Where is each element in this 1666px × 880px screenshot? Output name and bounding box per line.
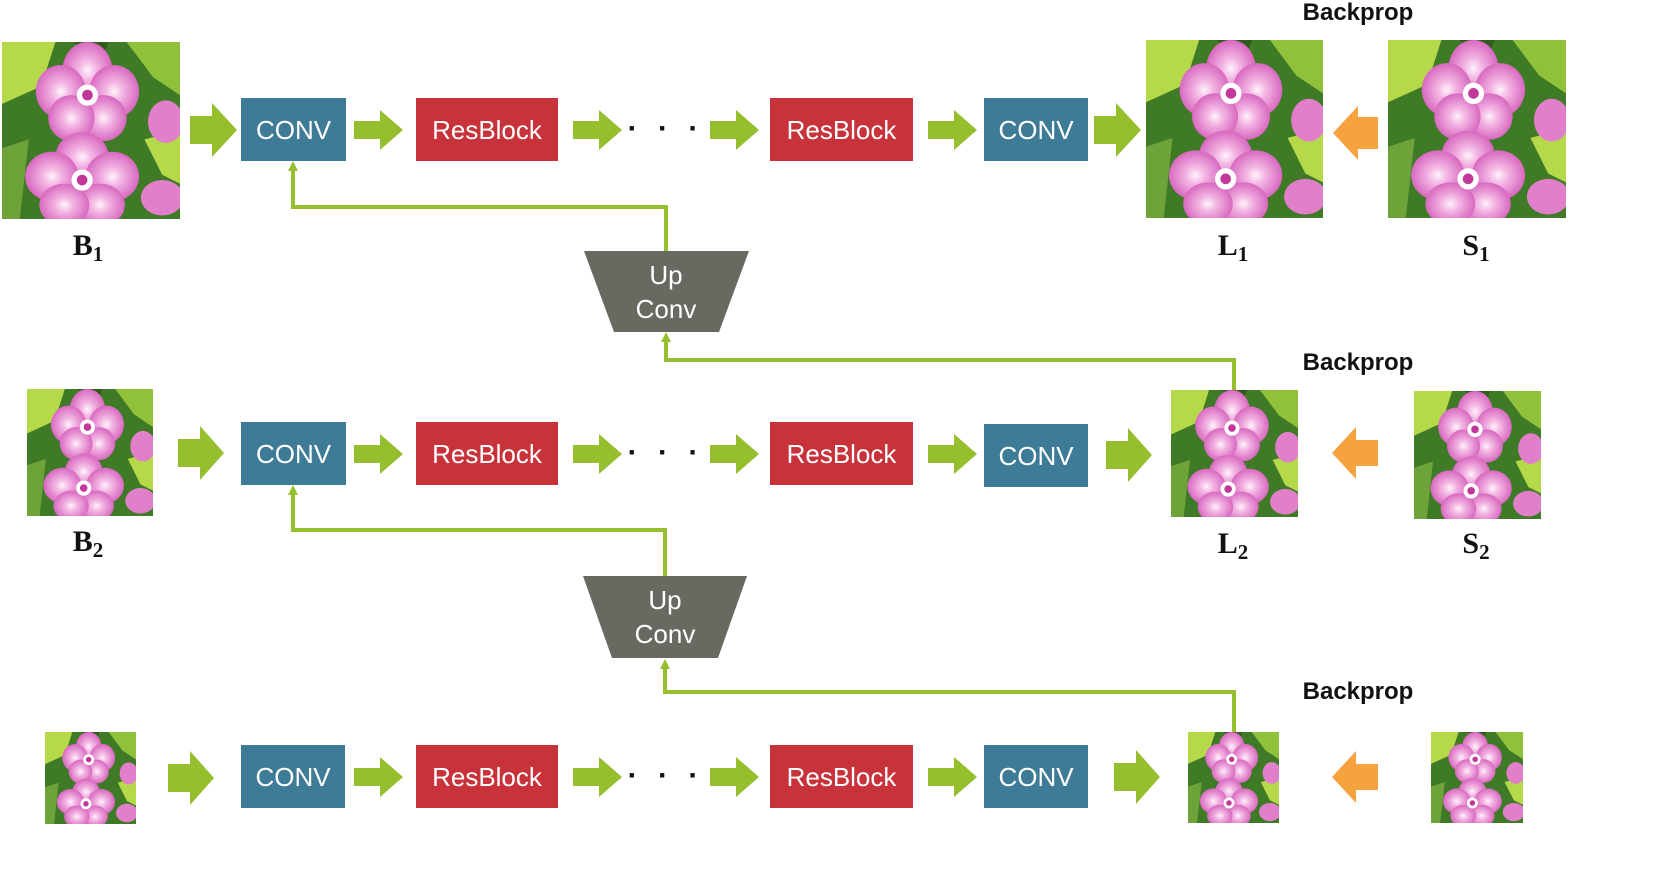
conv-label: CONV [256,115,332,145]
green-block-arrow-icon [928,434,977,474]
resblock-block [416,745,558,808]
green-block-arrow-icon [168,751,214,805]
label-S2: S2 [1462,527,1489,564]
orange-block-arrow-icon [1332,427,1378,479]
resblock-label: ResBlock [787,439,898,469]
skip-connection-line [288,161,668,251]
green-block-arrow-icon [573,757,622,797]
green-block-arrow-icon [354,757,403,797]
conv-block [241,745,345,808]
image-B3: flower-photo-icon [45,732,136,824]
green-block-arrow-icon [178,426,224,480]
label-B1: B1 [73,229,104,266]
ellipsis: · · · [628,436,705,469]
image-L1: flower-photo-icon [1146,40,1323,218]
resblock-label: ResBlock [432,115,543,145]
resblock-label: ResBlock [787,762,898,792]
upconv-label-line2: Conv [636,294,697,324]
image-S3: flower-photo-icon [1431,732,1523,823]
label-L2: L2 [1218,527,1249,564]
green-block-arrow-icon [710,434,759,474]
upconv-stage-2: Up Conv [288,485,1236,733]
conv-block [984,424,1088,487]
image-B2: flower-photo-icon [27,389,153,516]
row-3: flower-photo-icon CONV ResBlock · · · Re… [45,678,1523,824]
image-L2: flower-photo-icon [1171,390,1298,517]
conv-block [241,422,346,485]
upconv-label-line1: Up [649,260,682,290]
upconv-block [583,576,747,658]
conv-block [984,98,1088,161]
green-block-arrow-icon [354,110,403,150]
label-S1: S1 [1462,229,1489,266]
row-2: flower-photo-icon CONV ResBlock · · · Re… [27,349,1541,564]
green-block-arrow-icon [710,110,759,150]
resblock-block [416,422,558,485]
conv-label: CONV [256,439,332,469]
green-block-arrow-icon [1094,103,1141,157]
resblock-label: ResBlock [787,115,898,145]
upconv-stage-1: Up Conv [288,161,1236,390]
upconv-block [584,251,749,332]
label-B2: B2 [73,525,104,562]
image-L3: flower-photo-icon [1188,732,1279,823]
conv-label: CONV [255,762,331,792]
resblock-block [770,422,913,485]
upconv-label-line2: Conv [635,619,696,649]
green-block-arrow-icon [928,110,977,150]
green-block-arrow-icon [1106,428,1152,482]
skip-connection-line [288,485,667,576]
green-block-arrow-icon [1114,750,1160,804]
image-S1: flower-photo-icon [1388,40,1566,218]
green-block-arrow-icon [928,757,977,797]
upsample-feedback-line [661,332,1236,390]
green-block-arrow-icon [573,110,622,150]
ellipsis: · · · [628,759,705,792]
green-block-arrow-icon [710,757,759,797]
green-block-arrow-icon [354,434,403,474]
backprop-label: Backprop [1303,0,1414,26]
orange-block-arrow-icon [1333,106,1378,160]
resblock-block [770,98,913,161]
upconv-label-line1: Up [648,585,681,615]
orange-block-arrow-icon [1332,751,1378,803]
label-L1: L1 [1218,229,1249,266]
upsample-feedback-line [660,659,1236,733]
image-S2: flower-photo-icon [1414,391,1541,519]
green-block-arrow-icon [573,434,622,474]
backprop-label: Backprop [1303,678,1414,705]
green-block-arrow-icon [190,103,237,157]
conv-block [984,745,1088,808]
backprop-label: Backprop [1303,349,1414,376]
row-1: flower-photo-icon CONV ResBlock · · · Re… [2,0,1566,266]
conv-label: CONV [998,441,1074,471]
resblock-block [416,98,558,161]
conv-block [241,98,346,161]
ellipsis: · · · [628,112,705,145]
resblock-label: ResBlock [432,762,543,792]
resblock-label: ResBlock [432,439,543,469]
conv-label: CONV [998,762,1074,792]
conv-label: CONV [998,115,1074,145]
image-B1: flower-photo-icon [2,42,180,219]
resblock-block [770,745,913,808]
